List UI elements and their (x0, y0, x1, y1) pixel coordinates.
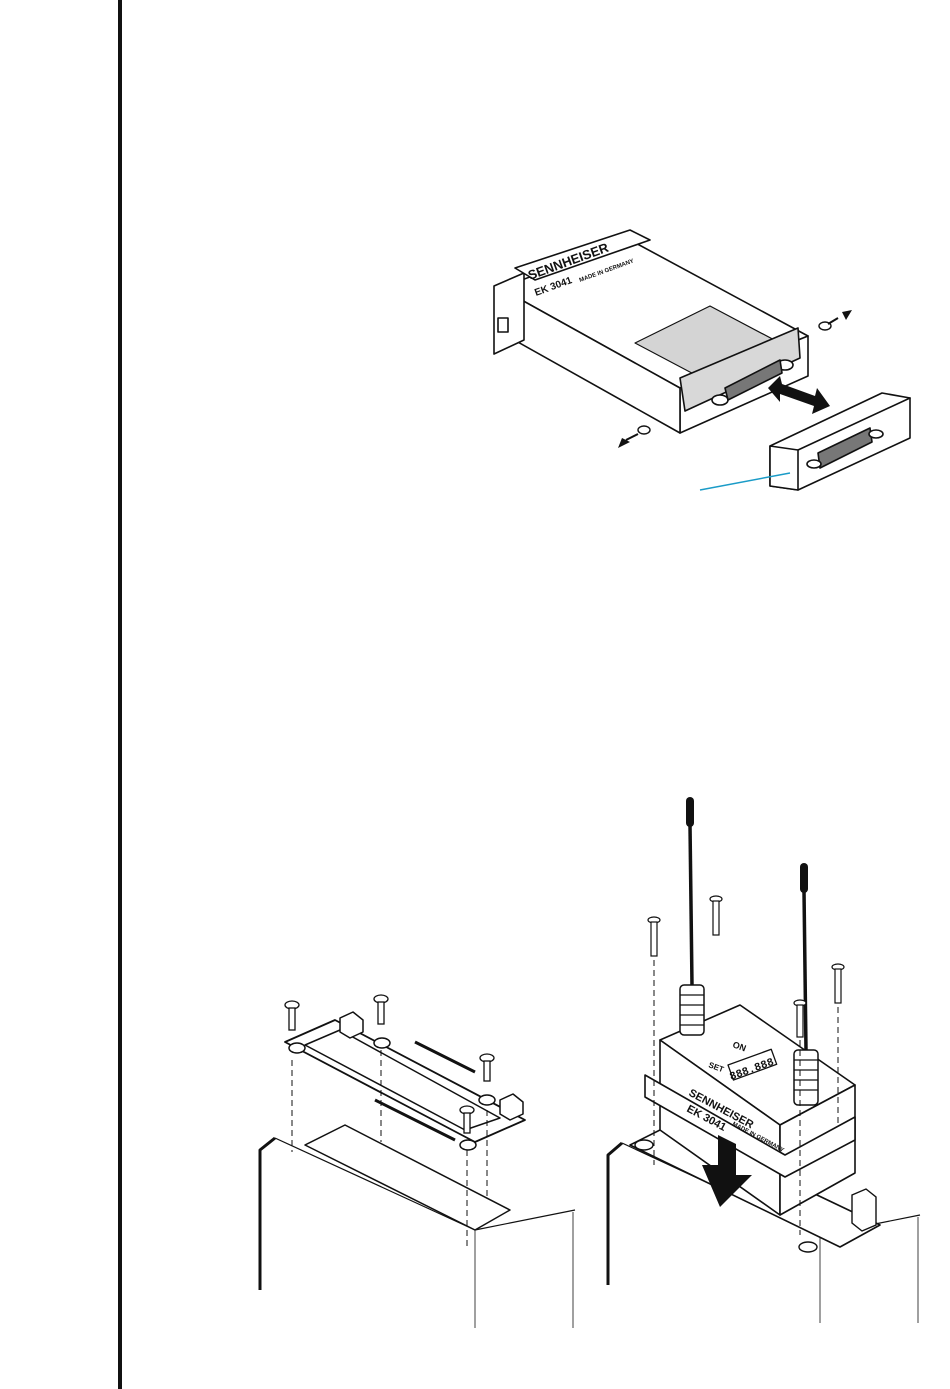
insert-double-arrow (768, 376, 830, 414)
screw-right (819, 310, 852, 330)
receiver-adapter-illustration: SENNHEISER EK 3041 MADE IN GERMANY (480, 228, 920, 498)
antenna-right (794, 863, 818, 1105)
mounted-receiver-illustration: 888.888 SENNHEISER EK 3041 MADE IN GERMA… (600, 795, 930, 1325)
screw-left (618, 426, 650, 448)
page-margin-rule (118, 0, 122, 1389)
adapter-module (770, 393, 910, 490)
mounting-frame-illustration (255, 990, 585, 1330)
antenna-left (680, 797, 704, 1035)
